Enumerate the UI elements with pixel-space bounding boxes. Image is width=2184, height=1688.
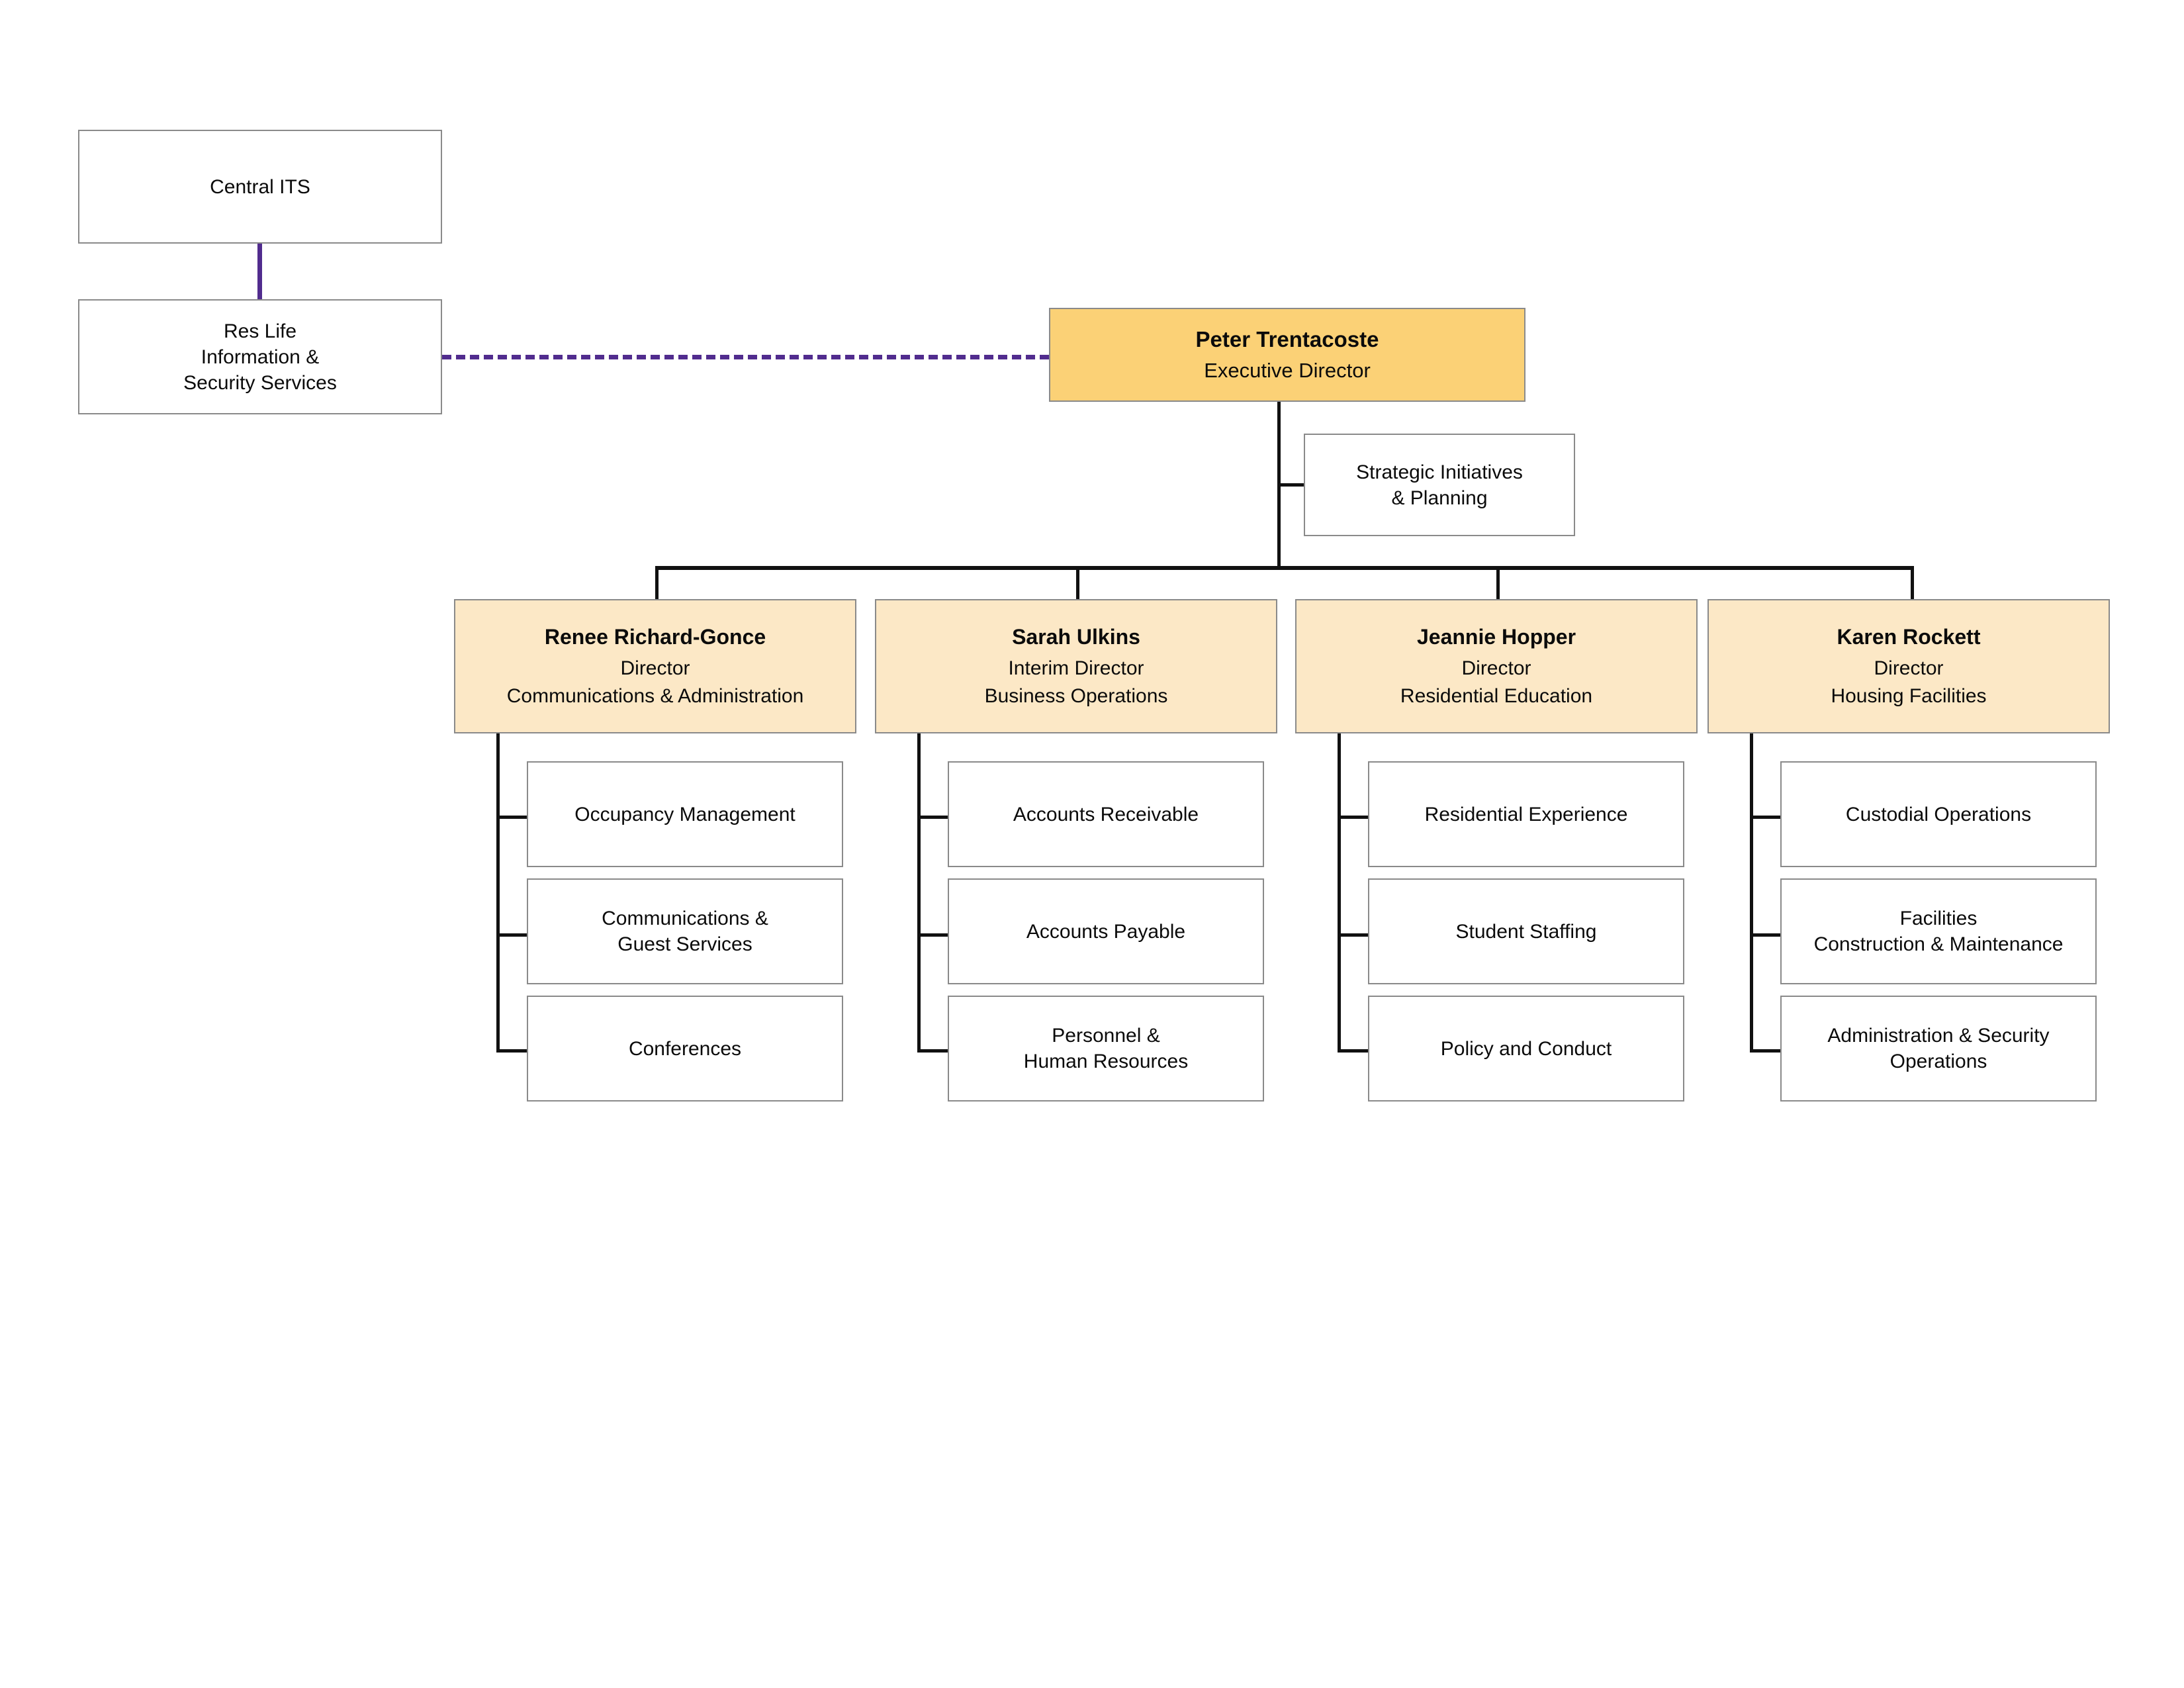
- node-unit-1-3[interactable]: Conferences: [527, 996, 843, 1102]
- node-label-line-2: Guest Services: [617, 933, 752, 955]
- node-label-line-1: Communications &: [602, 908, 768, 929]
- connector-drop-director-3: [1496, 566, 1500, 600]
- connector-drop-director-4: [1911, 566, 1914, 600]
- node-unit-2-3[interactable]: Personnel & Human Resources: [948, 996, 1264, 1102]
- connector-stub-1-1: [496, 816, 528, 819]
- node-label-line-1: Personnel &: [1052, 1025, 1160, 1047]
- node-label-line-2: Construction & Maintenance: [1813, 933, 2064, 955]
- node-director-2[interactable]: Sarah Ulkins Interim Director Business O…: [875, 599, 1277, 733]
- node-label-line-1: Res Life: [223, 320, 297, 342]
- node-label-line-1: Administration & Security: [1827, 1025, 2050, 1047]
- node-label-line-1: Custodial Operations: [1845, 803, 2032, 825]
- connector-stub-1-2: [496, 933, 528, 937]
- node-unit-1-2[interactable]: Communications & Guest Services: [527, 878, 843, 984]
- dotted-relationship-line: [442, 355, 1049, 359]
- connector-stub-2-2: [917, 933, 949, 937]
- director-role: Director: [1461, 657, 1531, 679]
- director-name: Renee Richard-Gonce: [544, 625, 766, 649]
- connector-stub-4-2: [1750, 933, 1782, 937]
- connector-stub-3-3: [1338, 1049, 1369, 1053]
- node-strategic-initiatives-planning[interactable]: Strategic Initiatives & Planning: [1304, 434, 1575, 536]
- director-name: Jeannie Hopper: [1416, 625, 1576, 649]
- node-executive-director[interactable]: Peter Trentacoste Executive Director: [1049, 308, 1525, 402]
- node-label-line-2: Information &: [201, 346, 320, 368]
- node-res-life-information-security-services[interactable]: Res Life Information & Security Services: [78, 299, 442, 414]
- node-label-line-1: Residential Experience: [1424, 803, 1628, 825]
- connector-spine-column-4: [1750, 733, 1753, 1051]
- node-label-line-2: Human Resources: [1023, 1051, 1189, 1072]
- connector-spine-column-2: [917, 733, 921, 1051]
- node-label-line-2: Operations: [1889, 1051, 1987, 1072]
- node-label-line-1: Occupancy Management: [574, 803, 796, 825]
- node-unit-1-1[interactable]: Occupancy Management: [527, 761, 843, 867]
- executive-name: Peter Trentacoste: [1195, 326, 1379, 352]
- director-role: Director: [1874, 657, 1944, 679]
- connector-spine-column-1: [496, 733, 500, 1051]
- node-unit-4-2[interactable]: Facilities Construction & Maintenance: [1780, 878, 2097, 984]
- node-label: Central ITS: [210, 175, 310, 198]
- director-area: Residential Education: [1400, 684, 1593, 707]
- executive-role: Executive Director: [1204, 358, 1371, 382]
- node-label-line-1: Strategic Initiatives: [1356, 461, 1523, 483]
- connector-stub-1-3: [496, 1049, 528, 1053]
- connector-spine-column-3: [1338, 733, 1341, 1051]
- director-area: Housing Facilities: [1831, 684, 1987, 707]
- connector-stub-4-3: [1750, 1049, 1782, 1053]
- node-label-line-2: & Planning: [1391, 487, 1488, 509]
- node-central-its[interactable]: Central ITS: [78, 130, 442, 244]
- node-unit-2-1[interactable]: Accounts Receivable: [948, 761, 1264, 867]
- director-role: Interim Director: [1008, 657, 1144, 679]
- director-area: Communications & Administration: [506, 684, 804, 707]
- connector-stub-4-1: [1750, 816, 1782, 819]
- connector-stub-3-2: [1338, 933, 1369, 937]
- node-unit-4-3[interactable]: Administration & Security Operations: [1780, 996, 2097, 1102]
- node-label-line-1: Accounts Receivable: [1013, 803, 1199, 825]
- connector-stub-3-1: [1338, 816, 1369, 819]
- node-director-3[interactable]: Jeannie Hopper Director Residential Educ…: [1295, 599, 1698, 733]
- connector-stub-2-1: [917, 816, 949, 819]
- node-unit-2-2[interactable]: Accounts Payable: [948, 878, 1264, 984]
- node-label-line-1: Student Staffing: [1455, 920, 1597, 943]
- node-label-line-1: Policy and Conduct: [1440, 1037, 1612, 1060]
- node-label-line-1: Conferences: [628, 1037, 742, 1060]
- connector-central-its-to-res-life: [257, 244, 262, 301]
- node-unit-3-3[interactable]: Policy and Conduct: [1368, 996, 1684, 1102]
- node-director-4[interactable]: Karen Rockett Director Housing Facilitie…: [1707, 599, 2110, 733]
- connector-stub-2-3: [917, 1049, 949, 1053]
- connector-drop-director-2: [1076, 566, 1079, 600]
- director-name: Karen Rockett: [1837, 625, 1981, 649]
- node-unit-3-1[interactable]: Residential Experience: [1368, 761, 1684, 867]
- connector-staff-stub: [1277, 483, 1305, 487]
- node-label-line-1: Accounts Payable: [1026, 920, 1186, 943]
- director-area: Business Operations: [984, 684, 1168, 707]
- node-label-line-3: Security Services: [183, 371, 337, 394]
- node-label-line-1: Facilities: [1899, 908, 1978, 929]
- node-unit-4-1[interactable]: Custodial Operations: [1780, 761, 2097, 867]
- node-unit-3-2[interactable]: Student Staffing: [1368, 878, 1684, 984]
- connector-director-bus: [655, 566, 1914, 570]
- connector-drop-director-1: [655, 566, 659, 600]
- director-role: Director: [620, 657, 690, 679]
- director-name: Sarah Ulkins: [1012, 625, 1140, 649]
- node-director-1[interactable]: Renee Richard-Gonce Director Communicati…: [454, 599, 856, 733]
